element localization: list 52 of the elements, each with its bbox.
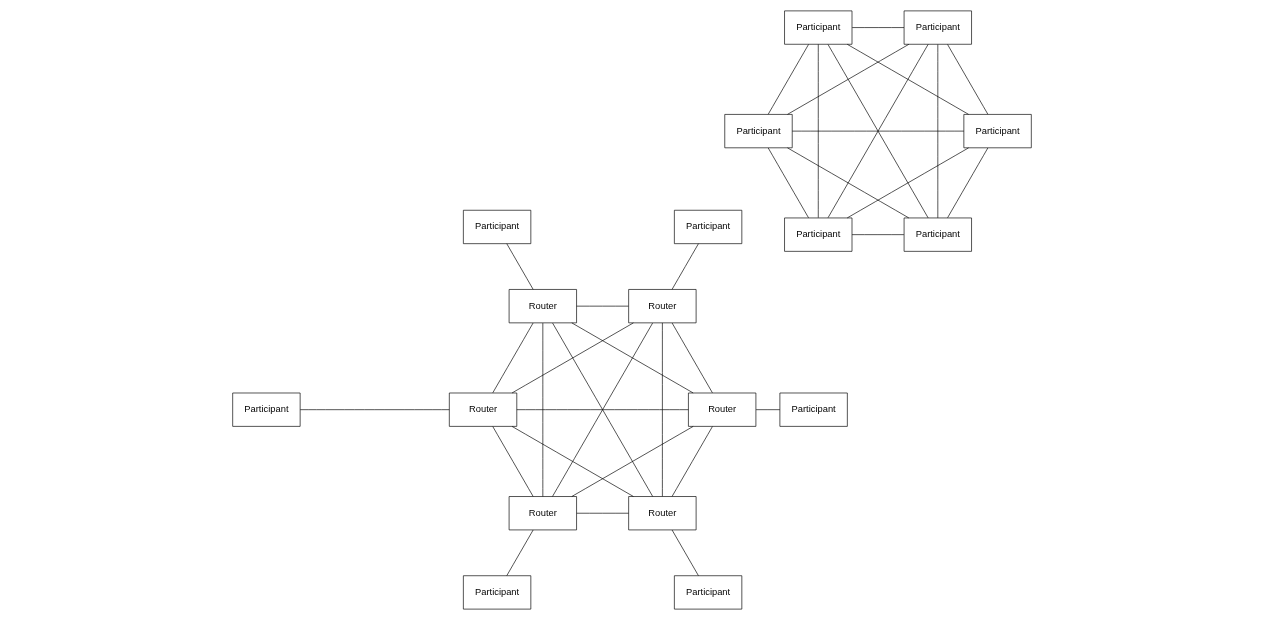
connector xyxy=(571,426,693,497)
connector xyxy=(671,243,699,290)
node-box: Participant xyxy=(723,114,793,149)
node-box: Participant xyxy=(462,209,531,244)
connector xyxy=(511,322,634,394)
connector xyxy=(786,43,909,115)
node-box: Participant xyxy=(903,217,972,252)
connector xyxy=(671,426,713,497)
connector xyxy=(936,44,938,219)
connector xyxy=(767,147,809,219)
connector xyxy=(846,147,969,219)
connector xyxy=(851,234,904,235)
connector xyxy=(946,44,988,115)
connector xyxy=(515,409,689,411)
node-box: Participant xyxy=(779,392,848,427)
connector xyxy=(827,44,928,219)
node-box: Router xyxy=(627,496,696,531)
connector xyxy=(505,243,533,290)
node-box: Router xyxy=(508,496,577,531)
connector xyxy=(817,44,819,219)
node-box: Participant xyxy=(673,575,742,610)
connector xyxy=(491,426,533,497)
node-box: Router xyxy=(508,289,577,324)
connector xyxy=(671,322,713,394)
connector xyxy=(505,529,533,576)
node-box: Participant xyxy=(783,217,852,252)
node-box: Participant xyxy=(462,575,531,610)
connector xyxy=(575,305,629,307)
connector xyxy=(946,147,988,219)
connector xyxy=(551,322,653,497)
connector xyxy=(846,43,969,115)
connector xyxy=(570,322,693,394)
connector xyxy=(661,322,663,497)
connector xyxy=(511,426,634,497)
node-box: Participant xyxy=(783,10,852,45)
connector xyxy=(786,147,909,219)
connector xyxy=(755,409,780,411)
node-box: Participant xyxy=(903,10,972,45)
connector xyxy=(542,322,543,497)
connector xyxy=(299,409,450,411)
connector xyxy=(491,322,533,394)
connector xyxy=(575,512,629,514)
node-box: Participant xyxy=(231,392,300,427)
connector xyxy=(851,27,904,28)
node-box: Router xyxy=(448,392,517,427)
connector xyxy=(767,44,809,115)
node-box: Participant xyxy=(673,209,742,244)
node-box: Router xyxy=(687,392,756,427)
node-box: Router xyxy=(627,289,696,324)
connector xyxy=(671,529,699,576)
node-box: Participant xyxy=(963,114,1032,149)
connector xyxy=(791,130,964,132)
